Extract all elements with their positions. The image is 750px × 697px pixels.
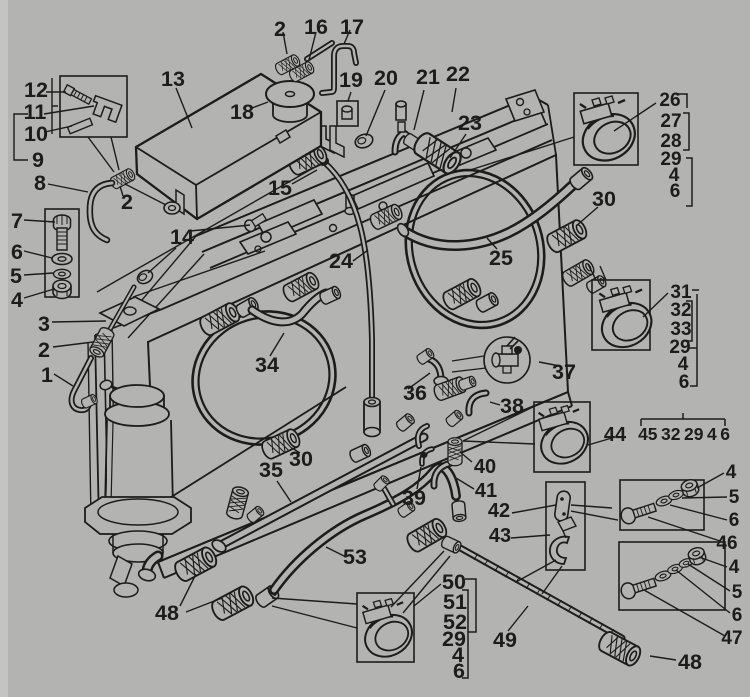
svg-text:5: 5 xyxy=(729,487,740,508)
svg-text:4: 4 xyxy=(678,354,689,375)
svg-text:29: 29 xyxy=(660,149,681,170)
svg-text:4: 4 xyxy=(452,643,464,667)
svg-text:6: 6 xyxy=(670,181,681,202)
svg-text:21: 21 xyxy=(416,65,440,89)
svg-text:5: 5 xyxy=(732,582,743,603)
svg-text:6: 6 xyxy=(453,659,465,683)
svg-text:43: 43 xyxy=(489,525,511,547)
svg-text:41: 41 xyxy=(475,480,497,502)
svg-text:51: 51 xyxy=(443,590,467,614)
svg-text:50: 50 xyxy=(442,570,466,594)
svg-text:48: 48 xyxy=(155,601,179,625)
svg-text:4: 4 xyxy=(729,557,740,578)
svg-text:38: 38 xyxy=(500,394,524,418)
svg-text:7: 7 xyxy=(11,209,23,233)
svg-text:2: 2 xyxy=(121,190,133,214)
svg-text:45 32 29 4 6: 45 32 29 4 6 xyxy=(638,424,730,444)
svg-text:34: 34 xyxy=(255,353,279,377)
svg-text:53: 53 xyxy=(343,545,367,569)
svg-text:30: 30 xyxy=(289,447,313,471)
svg-text:5: 5 xyxy=(10,264,22,288)
svg-text:6: 6 xyxy=(679,372,690,393)
svg-text:32: 32 xyxy=(670,300,691,321)
svg-text:46: 46 xyxy=(716,533,737,554)
svg-text:42: 42 xyxy=(488,500,510,522)
svg-text:18: 18 xyxy=(230,100,254,124)
svg-text:33: 33 xyxy=(670,319,691,340)
svg-text:4: 4 xyxy=(669,165,680,186)
svg-text:52: 52 xyxy=(443,610,467,634)
svg-text:27: 27 xyxy=(660,111,681,132)
svg-text:25: 25 xyxy=(489,246,513,270)
svg-text:4: 4 xyxy=(726,462,737,483)
svg-text:47: 47 xyxy=(721,628,742,649)
svg-text:40: 40 xyxy=(474,456,496,478)
svg-text:2: 2 xyxy=(38,338,50,362)
svg-text:37: 37 xyxy=(552,360,576,384)
svg-text:10: 10 xyxy=(24,122,48,146)
svg-text:14: 14 xyxy=(170,225,194,249)
svg-text:29: 29 xyxy=(442,627,466,651)
svg-text:6: 6 xyxy=(729,510,740,531)
svg-text:29: 29 xyxy=(669,337,690,358)
svg-text:19: 19 xyxy=(339,68,363,92)
svg-text:44: 44 xyxy=(604,424,627,446)
svg-text:8: 8 xyxy=(34,171,46,195)
svg-text:17: 17 xyxy=(340,15,364,39)
svg-text:1: 1 xyxy=(41,363,53,387)
svg-text:49: 49 xyxy=(493,628,517,652)
svg-text:3: 3 xyxy=(38,312,50,336)
svg-text:9: 9 xyxy=(32,148,44,172)
svg-text:4: 4 xyxy=(11,288,23,312)
svg-text:26: 26 xyxy=(659,90,680,111)
svg-text:23: 23 xyxy=(458,111,482,135)
svg-text:13: 13 xyxy=(161,67,185,91)
svg-text:22: 22 xyxy=(446,62,470,86)
svg-text:30: 30 xyxy=(592,187,616,211)
svg-text:12: 12 xyxy=(24,78,48,102)
svg-text:35: 35 xyxy=(259,458,283,482)
svg-text:6: 6 xyxy=(11,240,23,264)
svg-text:15: 15 xyxy=(268,176,292,200)
svg-text:36: 36 xyxy=(403,381,427,405)
svg-text:31: 31 xyxy=(670,282,692,303)
svg-text:2: 2 xyxy=(274,17,286,41)
svg-text:39: 39 xyxy=(402,486,426,510)
svg-text:28: 28 xyxy=(660,131,681,152)
svg-text:11: 11 xyxy=(24,100,47,124)
svg-text:48: 48 xyxy=(678,650,702,674)
svg-text:20: 20 xyxy=(374,66,398,90)
svg-text:24: 24 xyxy=(329,249,353,273)
svg-text:16: 16 xyxy=(304,15,328,39)
svg-text:6: 6 xyxy=(732,605,743,626)
